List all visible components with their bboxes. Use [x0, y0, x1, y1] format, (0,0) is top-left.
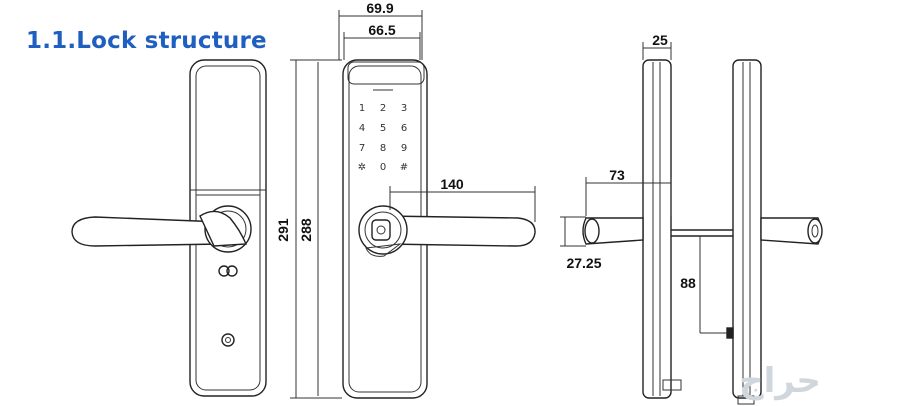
keypad-key: 5	[380, 123, 386, 134]
keypad-key: 0	[380, 162, 386, 173]
dim-handle-projection: 73	[609, 167, 625, 183]
keypad-key: ✲	[358, 162, 366, 173]
dim-panel-width: 66.5	[368, 22, 395, 38]
watermark-logo: حراج	[739, 361, 821, 401]
keypad-key: 7	[359, 143, 365, 154]
dim-overall-width: 69.9	[366, 0, 393, 16]
page-title: 1.1.Lock structure	[26, 28, 267, 54]
key-cylinder-icon	[221, 333, 235, 347]
dim-spindle-length: 88	[680, 275, 696, 291]
keypad-key: 4	[359, 123, 365, 134]
side-view	[582, 59, 823, 405]
dim-handle-diameter: 27.25	[566, 255, 601, 271]
front-view-panel	[71, 59, 267, 397]
keypad-view-panel: 1 2 3 4 5 6 7 8 9 ✲ 0 #	[342, 59, 536, 399]
keypad-key: 2	[380, 103, 386, 114]
keypad-key: 3	[401, 103, 407, 114]
keypad-key: 6	[401, 123, 407, 134]
keypad-key: 9	[401, 143, 407, 154]
dim-handle-length: 140	[440, 176, 464, 192]
keypad-key: 1	[359, 103, 365, 114]
dim-panel-height: 288	[298, 218, 314, 242]
keypad-key: 8	[380, 143, 386, 154]
cylinder-cover-icon	[218, 265, 230, 277]
keypad: 1 2 3 4 5 6 7 8 9 ✲ 0 #	[358, 89, 408, 173]
side-dimension-lines	[560, 42, 727, 334]
front-lever-handle	[71, 216, 223, 247]
dim-side-depth: 25	[652, 32, 668, 48]
keypad-key: #	[400, 162, 408, 173]
dimension-lines	[290, 10, 536, 399]
dim-overall-height: 291	[275, 218, 291, 242]
keypad-lever-handle	[384, 215, 536, 247]
